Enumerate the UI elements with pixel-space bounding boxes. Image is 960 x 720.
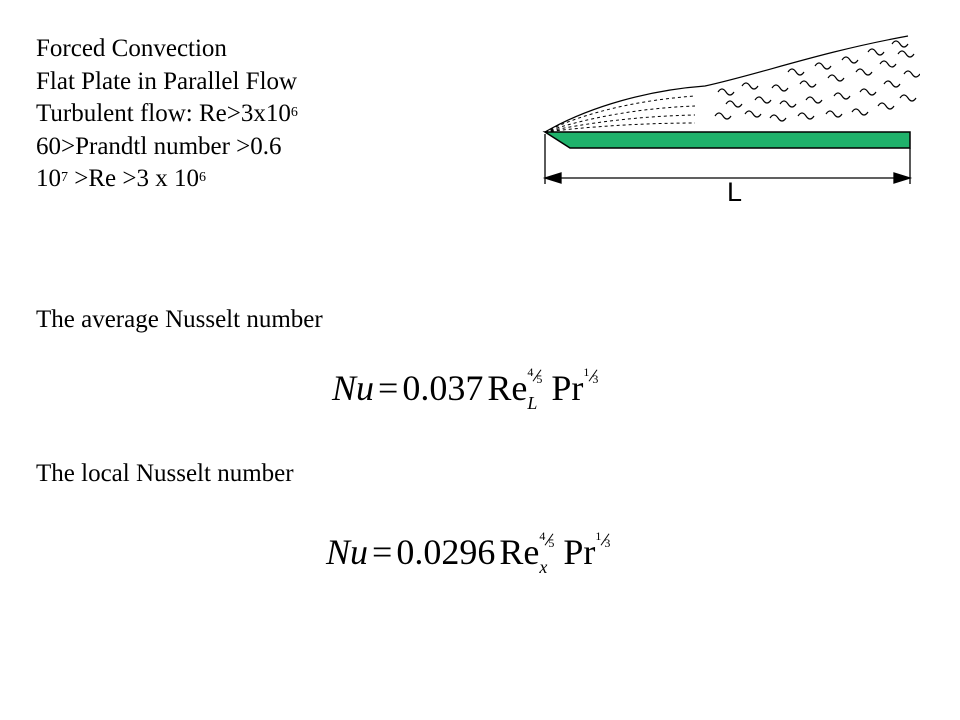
nusselt-symbol: Nu [332, 368, 375, 408]
prandtl-range-line: 60>Prandtl number >0.6 [36, 132, 282, 160]
nusselt-symbol: Nu [326, 532, 369, 572]
reynolds-subscript: x [539, 557, 548, 577]
equals-sign: = [378, 368, 399, 408]
flat-plate-diagram [542, 35, 920, 184]
subtitle-line: Flat Plate in Parallel Flow [36, 67, 298, 95]
reynolds-symbol: Re [499, 532, 540, 572]
boundary-layer-edge [544, 35, 909, 133]
title-line: Forced Convection [36, 35, 227, 62]
header-text: Forced Convection Flat Plate in Parallel… [36, 33, 298, 196]
turbulent-eddies [714, 40, 920, 122]
local-nusselt-label: The local Nusselt number [36, 460, 294, 487]
turbulent-flow-line: Turbulent flow: Re>3x106 [36, 100, 298, 127]
prandtl-symbol: Pr [563, 532, 596, 572]
reynolds-range-line: 107 >Re >3 x 106 [36, 165, 206, 192]
flat-plate [542, 131, 911, 149]
prandtl-symbol: Pr [551, 368, 584, 408]
coefficient: 0.037 [402, 368, 484, 408]
laminar-streamlines [544, 95, 696, 133]
length-dimension [542, 134, 913, 184]
reynolds-subscript: L [527, 393, 538, 413]
average-nusselt-label: The average Nusselt number [36, 306, 323, 333]
equals-sign: = [372, 532, 393, 572]
coefficient: 0.0296 [396, 532, 496, 572]
length-label: L [727, 177, 743, 207]
reynolds-symbol: Re [487, 368, 528, 408]
